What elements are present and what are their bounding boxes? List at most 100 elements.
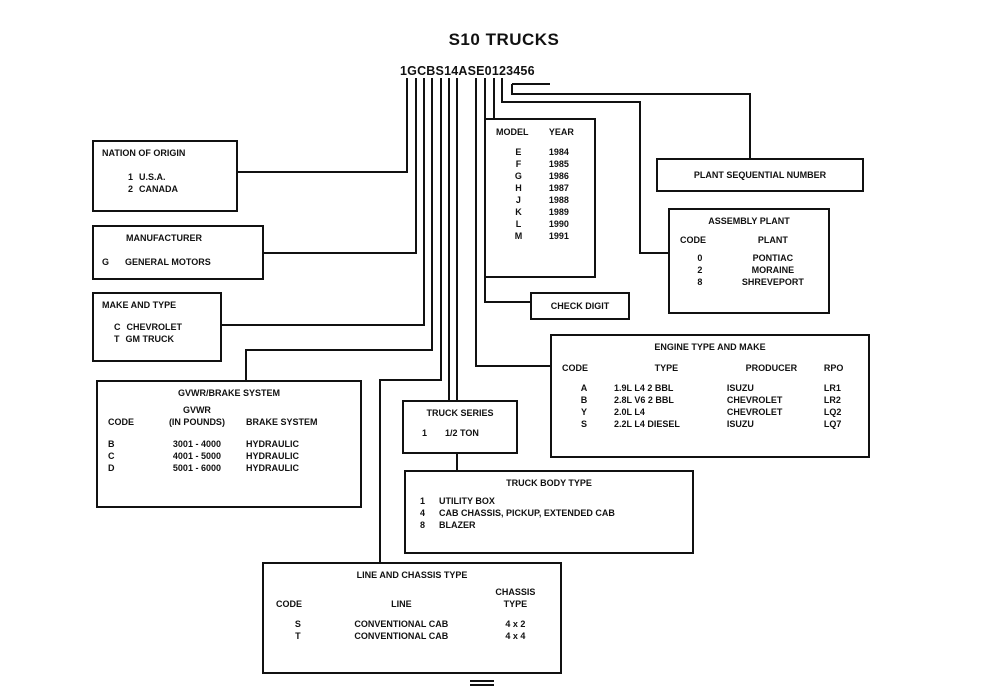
item-code: 2: [128, 184, 134, 194]
cell-code: S: [294, 619, 301, 629]
table-row: G 1986: [492, 170, 588, 182]
cell-producer: CHEVROLET: [726, 395, 783, 405]
col-gvwr-sub: (IN POUNDS): [168, 417, 225, 427]
plant-sequential-box: PLANT SEQUENTIAL NUMBER: [656, 158, 864, 192]
cell-code: B: [580, 395, 588, 405]
item-label: CANADA: [139, 184, 179, 194]
cell-code: F: [515, 159, 522, 169]
nation-of-origin-box: NATION OF ORIGIN 1 U.S.A. 2 CANADA: [92, 140, 238, 212]
list-item: T GM TRUCK: [114, 334, 212, 344]
cell-code: C: [108, 451, 115, 461]
list-item: G GENERAL MOTORS: [102, 257, 254, 267]
cell-plant: MORAINE: [751, 265, 795, 275]
list-item: 1 U.S.A.: [128, 172, 228, 182]
col-code: CODE: [680, 235, 707, 245]
cell-code: G: [514, 171, 522, 181]
cell-year: 1991: [548, 231, 569, 241]
cell-producer: CHEVROLET: [726, 407, 783, 417]
list-item: 4 CAB CHASSIS, PICKUP, EXTENDED CAB: [420, 508, 684, 518]
table-row: T CONVENTIONAL CAB 4 x 4: [272, 630, 552, 642]
item-label: BLAZER: [439, 520, 476, 530]
line-chassis-box: LINE AND CHASSIS TYPE CHASSIS CODE LINE …: [262, 562, 562, 674]
item-label: GM TRUCK: [125, 334, 175, 344]
cell-plant: SHREVEPORT: [741, 277, 804, 287]
cell-code: H: [515, 183, 522, 193]
table-row: S CONVENTIONAL CAB 4 x 2: [272, 618, 552, 630]
engine-box: ENGINE TYPE AND MAKE CODE TYPE PRODUCER …: [550, 334, 870, 458]
gvwr-brake-box: GVWR/BRAKE SYSTEM GVWR CODE (IN POUNDS) …: [96, 380, 362, 508]
list-item: 1 UTILITY BOX: [420, 496, 684, 506]
cell-gvwr: 5001 - 6000: [172, 463, 221, 473]
diagram-title: S10 TRUCKS: [448, 30, 560, 49]
col-code: CODE: [108, 417, 135, 427]
item-code: 1: [420, 496, 426, 506]
item-code: 8: [420, 520, 426, 530]
cell-year: 1986: [548, 171, 569, 181]
cell-code: 8: [697, 277, 703, 287]
cell-code: L: [515, 219, 522, 229]
connector-gvwr: [245, 78, 433, 380]
table-row: C 4001 - 5000 HYDRAULIC: [104, 450, 354, 462]
cell-brake: HYDRAULIC: [246, 463, 299, 473]
cell-producer: ISUZU: [726, 419, 754, 429]
table-row: H 1987: [492, 182, 588, 194]
box-title: CHECK DIGIT: [550, 301, 610, 311]
col-line: LINE: [391, 599, 412, 609]
cell-code: T: [295, 631, 301, 641]
cell-code: B: [108, 439, 115, 449]
table-row: 8 SHREVEPORT: [676, 276, 822, 288]
cell-code: D: [108, 463, 115, 473]
cell-line: CONVENTIONAL CAB: [354, 619, 449, 629]
item-code: T: [114, 334, 120, 344]
list-item: 2 CANADA: [128, 184, 228, 194]
connector-engine: [475, 78, 550, 367]
col-gvwr: GVWR: [182, 405, 211, 415]
col-type: TYPE: [654, 363, 679, 373]
item-code: G: [102, 257, 110, 267]
list-item: 8 BLAZER: [420, 520, 684, 530]
col-producer: PRODUCER: [745, 363, 798, 373]
check-digit-box: CHECK DIGIT: [530, 292, 630, 320]
connector-nation: [236, 78, 408, 173]
cell-code: S: [580, 419, 587, 429]
connector-line: [379, 78, 442, 562]
connector-manufacturer: [264, 78, 417, 254]
cell-gvwr: 3001 - 4000: [172, 439, 221, 449]
cell-code: M: [514, 231, 523, 241]
box-title: GVWR/BRAKE SYSTEM: [177, 388, 280, 398]
cell-brake: HYDRAULIC: [246, 451, 299, 461]
box-title: ENGINE TYPE AND MAKE: [654, 342, 766, 352]
item-code: 4: [420, 508, 426, 518]
cell-year: 1989: [548, 207, 569, 217]
connector-plant-seq: [511, 84, 751, 158]
cell-code: A: [580, 383, 588, 393]
cell-year: 1990: [548, 219, 569, 229]
box-title: MANUFACTURER: [126, 233, 202, 243]
cell-year: 1987: [548, 183, 569, 193]
cell-rpo: LQ2: [823, 407, 842, 417]
truck-series-box: TRUCK SERIES 1 1/2 TON: [402, 400, 518, 454]
cell-code: 0: [697, 253, 703, 263]
truck-body-box: TRUCK BODY TYPE 1 UTILITY BOX 4 CAB CHAS…: [404, 470, 694, 554]
item-code: 1: [128, 172, 134, 182]
cell-rpo: LR2: [823, 395, 841, 405]
col-code: CODE: [562, 363, 589, 373]
list-item: 1 1/2 TON: [422, 428, 508, 438]
connector-assembly: [501, 78, 668, 254]
table-row: L 1990: [492, 218, 588, 230]
cell-year: 1988: [548, 195, 569, 205]
item-label: CHEVROLET: [126, 322, 183, 332]
item-code: 1: [422, 428, 428, 438]
cell-code: 2: [697, 265, 703, 275]
cell-gvwr: 4001 - 5000: [172, 451, 221, 461]
box-title: TRUCK SERIES: [426, 408, 494, 418]
make-and-type-box: MAKE AND TYPE C CHEVROLET T GM TRUCK: [92, 292, 222, 362]
cell-type: 4 x 4: [505, 631, 526, 641]
table-row: B 2.8L V6 2 BBL CHEVROLET LR2: [558, 394, 862, 406]
box-title: LINE AND CHASSIS TYPE: [356, 570, 468, 580]
item-label: U.S.A.: [139, 172, 166, 182]
